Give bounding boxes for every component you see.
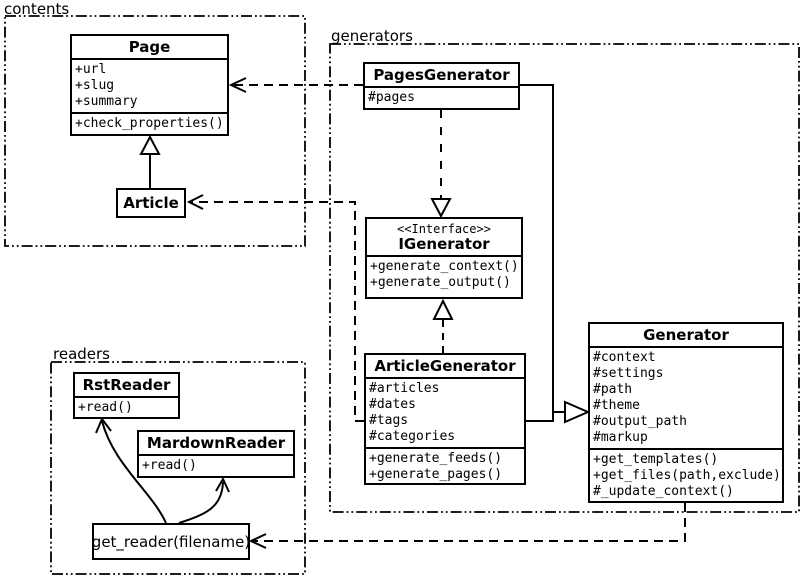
attribute: #settings bbox=[593, 366, 664, 381]
class-page-methods: +check_properties() bbox=[72, 112, 227, 134]
class-pagesgenerator-attributes: #pages bbox=[365, 86, 518, 108]
get-reader-box: get_reader(filename) bbox=[92, 523, 250, 560]
contents-package-label: contents bbox=[4, 0, 70, 18]
class-pagesgenerator: PagesGenerator #pages bbox=[363, 62, 520, 110]
class-mardownreader: MardownReader +read() bbox=[137, 430, 295, 478]
class-page-attributes: +url +slug +summary bbox=[72, 58, 227, 112]
attribute: #articles bbox=[369, 381, 440, 396]
class-mardownreader-methods: +read() bbox=[139, 454, 293, 476]
class-igenerator-methods: +generate_context() +generate_output() bbox=[367, 255, 521, 293]
articlegenerator-to-igenerator-realization bbox=[432, 298, 454, 353]
attribute: #pages bbox=[368, 90, 415, 105]
readers-package-label: readers bbox=[53, 345, 110, 363]
articlegenerator-to-article-dependency bbox=[186, 194, 364, 422]
attribute: +summary bbox=[75, 94, 138, 109]
class-articlegenerator-attributes: #articles #dates #tags #categories bbox=[366, 377, 524, 447]
class-page-title: Page bbox=[128, 38, 171, 56]
class-generator: Generator #context #settings #path #them… bbox=[588, 322, 784, 503]
pagesgenerator-to-page-dependency bbox=[228, 77, 363, 93]
class-igenerator: <<Interface>> IGenerator +generate_conte… bbox=[365, 217, 523, 299]
class-articlegenerator-title: ArticleGenerator bbox=[374, 357, 516, 375]
class-mardownreader-title: MardownReader bbox=[146, 434, 286, 452]
method: +get_templates() bbox=[593, 452, 719, 467]
class-articlegenerator: ArticleGenerator #articles #dates #tags … bbox=[364, 353, 526, 485]
class-rstreader: RstReader +read() bbox=[73, 372, 180, 419]
generators-package-label: generators bbox=[331, 27, 413, 45]
article-to-page-inheritance bbox=[139, 134, 161, 188]
attribute: #path bbox=[593, 382, 633, 397]
get-reader-label: get_reader(filename) bbox=[91, 532, 251, 551]
method: +get_files(path,exclude) bbox=[593, 468, 781, 483]
class-generator-title: Generator bbox=[643, 326, 729, 344]
class-rstreader-methods: +read() bbox=[75, 396, 178, 417]
class-article-title: Article bbox=[123, 193, 179, 212]
attribute: #context bbox=[593, 350, 656, 365]
method: +read() bbox=[142, 458, 197, 473]
attribute: +slug bbox=[75, 78, 115, 93]
method: +check_properties() bbox=[75, 116, 224, 131]
attribute: #dates bbox=[369, 397, 416, 412]
attribute: #markup bbox=[593, 430, 648, 445]
class-article: Article bbox=[116, 188, 186, 218]
method: #_update_context() bbox=[593, 484, 734, 499]
method: +generate_pages() bbox=[369, 467, 503, 482]
attribute: #output_path bbox=[593, 414, 687, 429]
attribute: #categories bbox=[369, 429, 456, 444]
attribute: #theme bbox=[593, 398, 640, 413]
class-articlegenerator-methods: +generate_feeds() +generate_pages() bbox=[366, 447, 524, 483]
class-generator-methods: +get_templates() +get_files(path,exclude… bbox=[590, 448, 782, 501]
class-pagesgenerator-title: PagesGenerator bbox=[373, 66, 510, 84]
method: +generate_context() bbox=[370, 259, 519, 274]
class-igenerator-stereotype: <<Interface>> bbox=[397, 222, 491, 236]
getreader-to-mardownreader-arrow bbox=[178, 476, 230, 524]
class-page: Page +url +slug +summary +check_properti… bbox=[70, 34, 229, 136]
attribute: #tags bbox=[369, 413, 409, 428]
pagesgenerator-to-igenerator-realization bbox=[430, 110, 452, 219]
class-igenerator-title: IGenerator bbox=[398, 235, 490, 253]
method: +read() bbox=[78, 400, 133, 415]
method: +generate_output() bbox=[370, 275, 511, 290]
generator-to-getreader-dependency bbox=[248, 503, 686, 549]
generators-to-generator-inheritance bbox=[520, 84, 591, 424]
method: +generate_feeds() bbox=[369, 451, 503, 466]
class-rstreader-title: RstReader bbox=[82, 376, 171, 394]
attribute: +url bbox=[75, 62, 107, 77]
class-generator-attributes: #context #settings #path #theme #output_… bbox=[590, 346, 782, 448]
